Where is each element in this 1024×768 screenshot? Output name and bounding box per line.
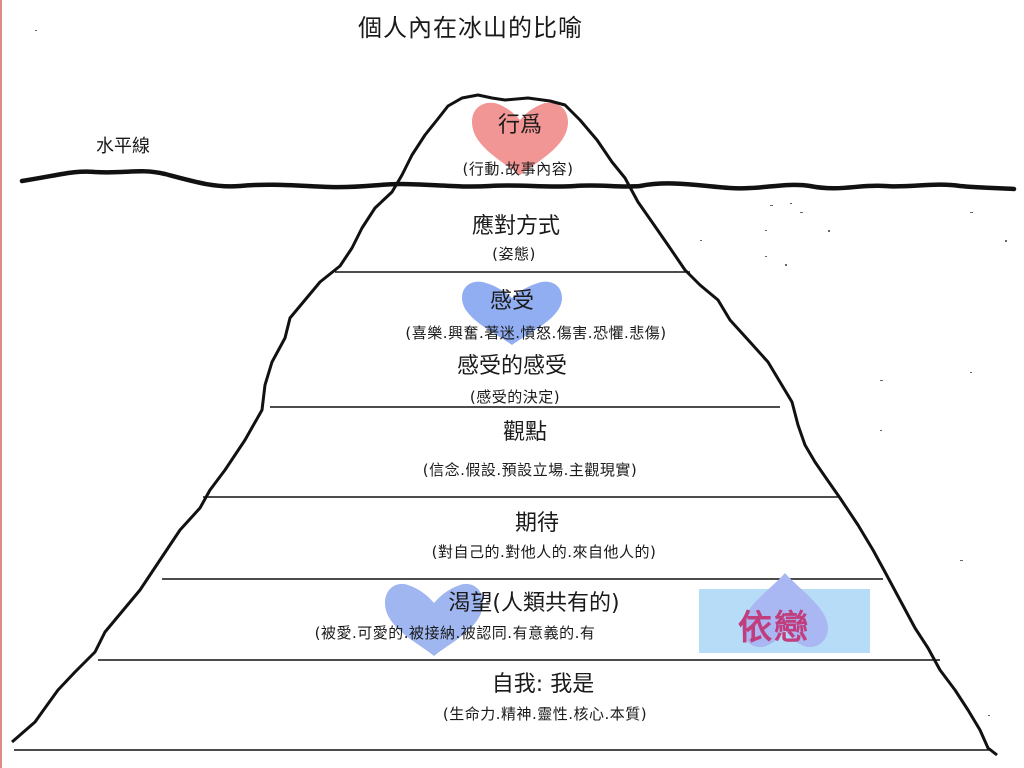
layer-feeling-title: 感受 [489, 289, 535, 314]
layer-feeling-about-feeling-subtitle: (感受的決定) [469, 388, 561, 406]
left-border [0, 0, 2, 768]
layer-yearning-title: 渴望(人類共有的) [448, 591, 620, 616]
specks [35, 30, 1007, 716]
layer-feeling-subtitle: (喜樂.興奮.著迷.憤怒.傷害.恐懼.悲傷) [405, 324, 667, 342]
feeling-heart-icon [462, 281, 562, 345]
dependency-label: 依戀 [738, 608, 810, 648]
layer-perception-title: 觀點 [502, 420, 548, 445]
longing-heart-icon [385, 583, 483, 656]
layer-coping-title: 應對方式 [471, 214, 561, 239]
horizon-label: 水平線 [96, 136, 150, 157]
layer-expectation-title: 期待 [514, 511, 560, 536]
layer-behavior-subtitle: (行動.故事內容) [462, 160, 574, 178]
layer-behavior-title: 行爲 [497, 113, 543, 138]
water-line [19, 169, 1017, 192]
iceberg-outline [11, 93, 998, 757]
layer-perception-subtitle: (信念.假設.預設立場.主觀現實) [422, 461, 638, 479]
behavior-heart-icon [472, 102, 568, 175]
diagram-title: 個人內在冰山的比喻 [358, 14, 583, 42]
layer-expectation-subtitle: (對自己的.對他人的.來自他人的) [431, 543, 657, 561]
layer-feeling-about-feeling-title: 感受的感受 [456, 354, 568, 379]
layer-coping-subtitle: (姿態) [492, 245, 536, 263]
layer-self-subtitle: (生命力.精神.靈性.核心.本質) [442, 705, 648, 723]
layer-yearning-subtitle: (被愛.可愛的.被接納.被認同.有意義的.有 [314, 624, 596, 642]
layer-self-title: 自我: 我是 [491, 672, 595, 697]
